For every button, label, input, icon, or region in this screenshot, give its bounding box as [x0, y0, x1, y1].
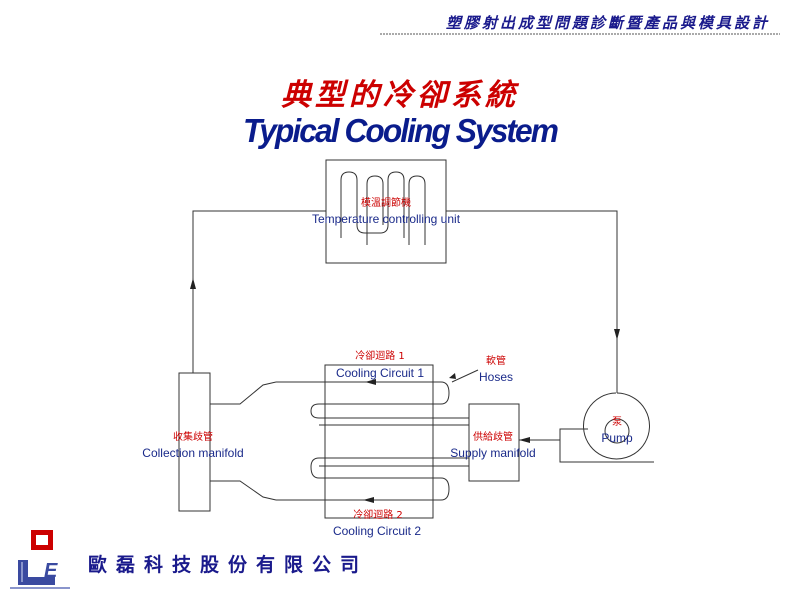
company-logo: E: [10, 530, 70, 589]
temp-unit-label-en: Temperature controlling unit: [312, 212, 461, 226]
cooling-circuit-2-channel: [276, 457, 469, 501]
collection-manifold: [178, 372, 211, 512]
supply-manifold: [468, 403, 520, 482]
arrow-left-circuit1: [365, 379, 376, 385]
header-underline: [380, 33, 780, 35]
circuit2-label-zh: 冷卻迴路 2: [353, 508, 403, 521]
hoses-label-zh: 軟管: [486, 354, 506, 367]
pump-impeller: [604, 418, 630, 444]
cooling-circuit-1-channel: [276, 381, 469, 419]
circuit2-label-en: Cooling Circuit 2: [333, 524, 421, 538]
arrow-down: [614, 329, 620, 340]
circuit1-label-en: Cooling Circuit 1: [336, 366, 424, 380]
arrow-up: [190, 278, 196, 289]
mold-block: [324, 364, 434, 519]
hose-circuit-2: [210, 480, 277, 501]
collection-label-en: Collection manifold: [142, 446, 243, 460]
arrow-left-supply: [519, 437, 530, 443]
pump-housing: [583, 392, 650, 460]
return-line: [192, 210, 326, 373]
temp-unit-coil: [340, 171, 405, 238]
header-text: 塑膠射出成型問題診斷暨產品與模具設計: [445, 14, 770, 32]
supply-label-zh: 供給歧管: [473, 430, 513, 443]
temp-unit-label-zh: 模溫調節機: [361, 196, 411, 209]
hoses-label-en: Hoses: [479, 370, 513, 384]
supply-label-en: Supply manifold: [450, 446, 535, 460]
title-chinese: 典型的冷卻系統: [281, 78, 519, 113]
title-english: Typical Cooling System: [243, 112, 559, 149]
arrow-left-circuit2: [363, 497, 374, 503]
pump-label-zh: 泵: [612, 416, 622, 428]
collection-label-zh: 收集歧管: [173, 430, 213, 443]
svg-text:E: E: [44, 560, 58, 582]
pump-label-en: Pump: [601, 431, 633, 445]
circuit1-label-zh: 冷卻迴路 1: [355, 349, 405, 362]
hose-circuit-1: [210, 381, 277, 405]
company-name: 歐磊科技股份有限公司: [88, 554, 369, 576]
supply-line: [446, 210, 618, 393]
